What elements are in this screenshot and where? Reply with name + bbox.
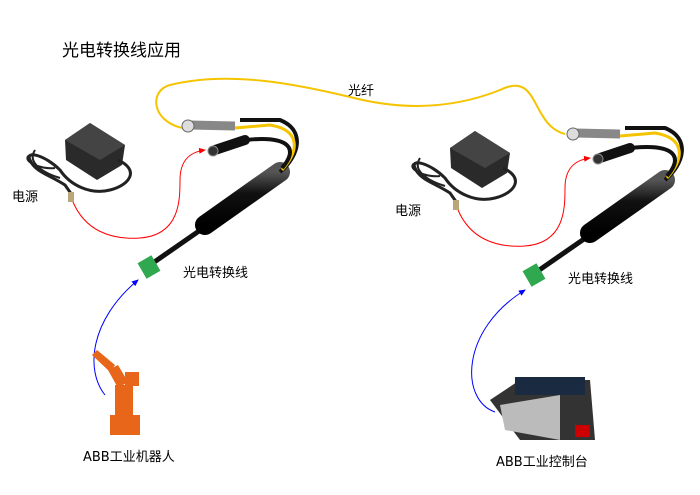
power-arrow-left (72, 147, 206, 239)
data-arrow-left (93, 279, 139, 396)
data-arrow-right (471, 289, 526, 413)
power-label-left: 电源 (12, 190, 39, 205)
robot-label: ABB工业机器人 (83, 450, 175, 465)
power-label-right: 电源 (395, 204, 422, 219)
control-console-icon (490, 377, 595, 440)
fiber-label: 光纤 (348, 84, 375, 99)
robot-icon (92, 350, 140, 435)
page-title: 光电转换线应用 (62, 41, 181, 61)
converter-label-right: 光电转换线 (568, 272, 634, 287)
fiber-cable (155, 77, 566, 135)
power-arrow-right (457, 155, 591, 247)
converter-label-left: 光电转换线 (183, 266, 249, 281)
console-label: ABB工业控制台 (496, 455, 588, 470)
